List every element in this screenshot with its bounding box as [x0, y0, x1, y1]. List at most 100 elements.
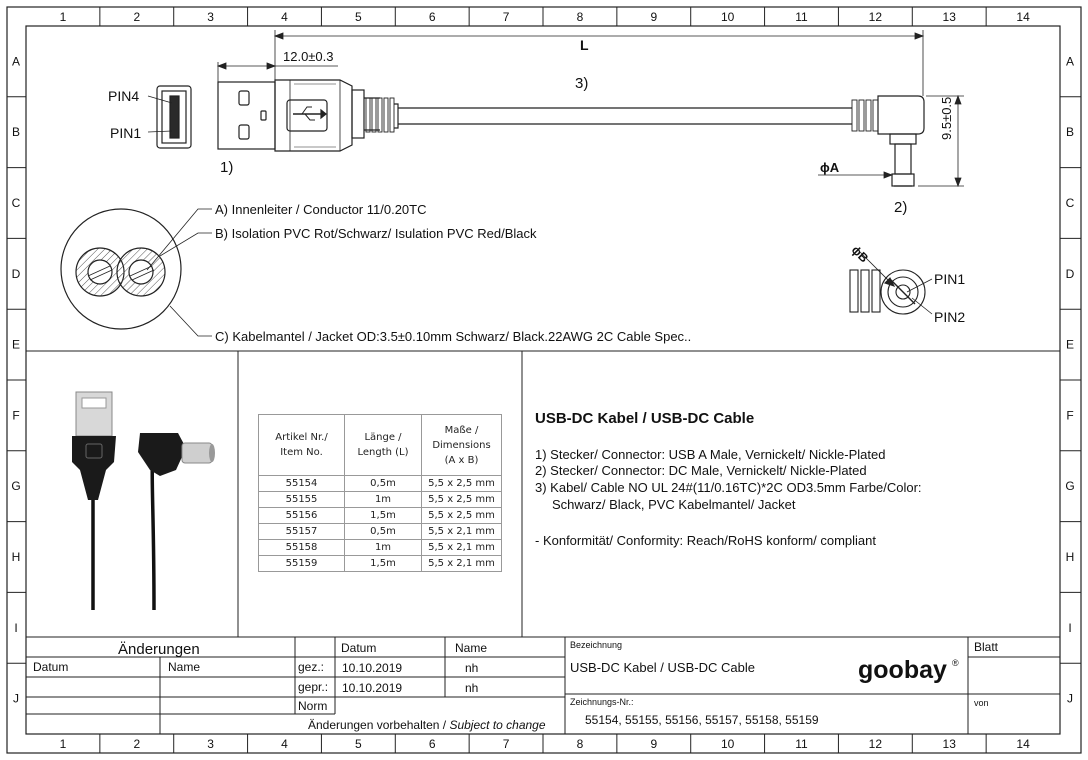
inner-frame [25, 25, 1061, 735]
grid-col-label-bottom: 8 [577, 737, 584, 751]
aenderungen-label: Änderungen [118, 641, 200, 658]
dc-plug-side-view [851, 95, 925, 187]
header-length: Länge / Length (L) [344, 414, 422, 476]
cable-label-b: B) Isolation PVC Rot/Schwarz/ Isulation … [215, 226, 537, 241]
cell-dimensions: 5,5 x 2,5 mm [421, 491, 502, 508]
article-table: Artikel Nr./ Item No. Länge / Length (L)… [258, 414, 502, 572]
grid-col-label-top: 3 [207, 10, 214, 24]
header-article-no: Artikel Nr./ Item No. [258, 414, 345, 476]
grid-row-label-left: E [12, 338, 20, 352]
grid-row-label-right: A [1066, 54, 1074, 68]
cable-leader-lines [146, 208, 212, 337]
dim-height: 9.5±0.5 [939, 97, 954, 140]
grid-col-label-bottom: 14 [1016, 737, 1030, 751]
grid-row-label-left: J [13, 692, 19, 706]
dim-plug-length: 12.0±0.3 [283, 49, 334, 64]
grid-row-label-left: G [11, 479, 20, 493]
grid-row-label-right: D [1066, 267, 1075, 281]
grid-col-label-top: 7 [503, 10, 510, 24]
datum-head-label: Datum [341, 641, 376, 655]
cell-length: 1,5m [344, 555, 422, 572]
cell-dimensions: 5,5 x 2,1 mm [421, 523, 502, 540]
bezeichnung-label: Bezeichnung [570, 640, 622, 650]
cell-dimensions: 5,5 x 2,1 mm [421, 555, 502, 572]
grid-col-label-bottom: 1 [60, 737, 67, 751]
grid-col-label-top: 4 [281, 10, 288, 24]
grid-row-label-right: J [1067, 692, 1073, 706]
cell-length: 1m [344, 491, 422, 508]
grid-col-label-bottom: 5 [355, 737, 362, 751]
header-article-no-line2: Item No. [280, 447, 323, 458]
callout-3: 3) [575, 75, 588, 92]
grid-col-label-bottom: 3 [207, 737, 214, 751]
grid-row-label-right: F [1066, 408, 1073, 422]
dim-total-length: L [580, 37, 589, 53]
gez-name: nh [465, 661, 478, 675]
header-dimensions: Maße / Dimensions (A x B) [421, 414, 502, 476]
cell-dimensions: 5,5 x 2,5 mm [421, 507, 502, 524]
subject-to-change: Änderungen vorbehalten / Subject to chan… [308, 718, 546, 732]
gez-label: gez.: [298, 660, 324, 674]
name-head-label: Name [455, 641, 487, 655]
grid-col-label-top: 11 [795, 10, 808, 24]
cell-length: 1,5m [344, 507, 422, 524]
grid-row-label-left: H [12, 550, 21, 564]
header-dimensions-line2: Dimensions [432, 439, 491, 451]
usb-pin4-label: PIN4 [108, 88, 139, 104]
cell-article-no: 55155 [258, 491, 345, 508]
description-line-1: 1) Stecker/ Connector: USB A Male, Verni… [535, 447, 886, 462]
grid-col-label-bottom: 11 [795, 737, 808, 751]
dc-pin2-label: PIN2 [934, 309, 965, 325]
usb-pin1-label: PIN1 [110, 125, 141, 141]
grid-row-label-left: F [12, 408, 19, 422]
grid-col-label-bottom: 4 [281, 737, 288, 751]
grid-row-label-right: H [1066, 550, 1075, 564]
dc-plug-front-view [849, 251, 933, 315]
grid-col-label-top: 10 [721, 10, 735, 24]
goobay-logo-mark: ® [952, 658, 959, 668]
zeichnungs-label: Zeichnungs-Nr.: [570, 697, 634, 707]
dim-phi-b: ϕB [849, 243, 872, 266]
header-article-no-line1: Artikel Nr./ [275, 432, 328, 443]
cell-dimensions: 5,5 x 2,5 mm [421, 475, 502, 492]
cell-length: 1m [344, 539, 422, 556]
description-line-3: 3) Kabel/ Cable NO UL 24#(11/0.16TC)*2C … [535, 480, 922, 495]
header-dimensions-line1: Maße / [444, 424, 479, 436]
dimension-lines [216, 30, 964, 188]
grid-col-label-bottom: 9 [650, 737, 657, 751]
grid-col-label-bottom: 10 [721, 737, 735, 751]
gez-date: 10.10.2019 [342, 661, 402, 675]
header-dimensions-line3: (A x B) [444, 454, 479, 466]
grid-row-label-right: I [1068, 621, 1071, 635]
grid-col-label-bottom: 2 [133, 737, 140, 751]
grid-row-label-left: B [12, 125, 20, 139]
grid-col-label-top: 14 [1016, 10, 1030, 24]
norm-label: Norm [298, 699, 327, 713]
cell-length: 0,5m [344, 475, 422, 492]
dim-phi-a: ϕA [820, 160, 840, 175]
grid-row-label-right: G [1065, 479, 1074, 493]
grid-row-label-left: C [12, 196, 21, 210]
dc-pin1-label: PIN1 [934, 271, 965, 287]
title-block-lines [26, 636, 1060, 734]
grid-col-label-top: 2 [133, 10, 140, 24]
gepr-label: gepr.: [298, 680, 328, 694]
goobay-logo: goobay [858, 656, 947, 684]
name-col-label: Name [168, 660, 200, 674]
cable-label-a: A) Innenleiter / Conductor 11/0.20TC [215, 202, 427, 217]
grid-row-label-right: C [1066, 196, 1075, 210]
grid-col-label-top: 6 [429, 10, 436, 24]
grid-col-label-top: 5 [355, 10, 362, 24]
grid-col-label-bottom: 6 [429, 737, 436, 751]
blatt-label: Blatt [974, 640, 999, 654]
von-label: von [974, 698, 989, 708]
usb-plug-stripes [294, 83, 336, 148]
gepr-name: nh [465, 681, 478, 695]
